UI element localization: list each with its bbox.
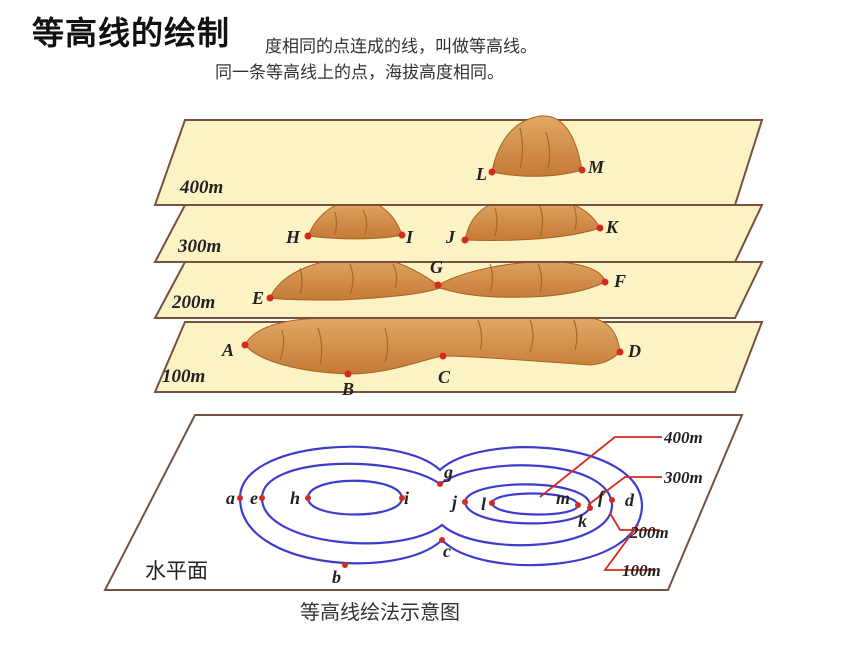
- plan-point-k: [587, 505, 593, 511]
- point-label: J: [445, 227, 456, 247]
- contour-100m: [238, 445, 644, 567]
- point-label: G: [430, 257, 443, 277]
- callout-300m: 300m: [663, 468, 703, 487]
- point-label: L: [475, 164, 487, 184]
- intro-text: 度相同的点连成的线，叫做等高线。 同一条等高线上的点，海拔高度相同。: [215, 34, 537, 86]
- callout-400m: 400m: [663, 428, 703, 447]
- point-F-marker: [601, 278, 609, 286]
- point-label: D: [627, 341, 641, 361]
- plan-point-e: [259, 495, 265, 501]
- point-label: h: [290, 488, 300, 508]
- point-label: F: [613, 271, 626, 291]
- terrain-layer-400m: [491, 115, 583, 177]
- terrain-layer-300m-left: [307, 199, 403, 240]
- point-label: H: [285, 227, 301, 247]
- point-L-marker: [488, 168, 496, 176]
- page-title: 等高线的绘制: [32, 14, 231, 52]
- leader-200m: [609, 512, 660, 531]
- altitude-leaders: [539, 436, 662, 571]
- point-label: b: [332, 567, 341, 587]
- point-D-marker: [616, 348, 624, 356]
- plane-400m: [153, 119, 764, 206]
- point-B-marker: [344, 370, 352, 378]
- point-label: k: [578, 511, 587, 531]
- altitude-callouts: 400m 300m 200m 100m: [622, 428, 703, 580]
- horizontal-plane-label: 水平面: [145, 559, 208, 583]
- point-label: m: [556, 488, 570, 508]
- point-I-marker: [398, 231, 406, 239]
- point-M-marker: [578, 166, 586, 174]
- point-H-marker: [304, 232, 312, 240]
- terrain-texture: [279, 127, 578, 365]
- point-A-marker: [241, 341, 249, 349]
- plan-point-c: [439, 537, 445, 543]
- plan-point-markers: [237, 481, 615, 568]
- point-K-marker: [596, 224, 604, 232]
- point-label: C: [438, 367, 451, 387]
- contour-200m: [260, 462, 614, 547]
- plan-point-m: [575, 502, 581, 508]
- point-label: d: [625, 490, 635, 510]
- point-label: A: [221, 340, 234, 360]
- point-label: c: [443, 541, 451, 561]
- point-label: j: [449, 492, 458, 512]
- plane-label-100m: 100m: [162, 366, 205, 387]
- point-label: M: [587, 157, 605, 177]
- point-label: f: [598, 487, 606, 507]
- figure-caption: 等高线绘法示意图: [300, 600, 460, 624]
- leader-400m: [539, 436, 662, 498]
- plan-point-j: [462, 499, 468, 505]
- horizontal-plane: [103, 414, 744, 591]
- plan-point-h: [305, 495, 311, 501]
- plane-label-300m: 300m: [177, 236, 221, 257]
- point-label: l: [481, 494, 486, 514]
- point-label: e: [250, 488, 258, 508]
- plan-point-l: [489, 500, 495, 506]
- point-C-marker: [439, 352, 447, 360]
- plan-point-labels: a b c d e f g h i j k l m: [226, 462, 635, 587]
- stack-point-labels: L M H I J K E G F A B C D: [221, 157, 641, 399]
- point-label: a: [226, 488, 235, 508]
- point-label: g: [443, 462, 453, 482]
- plane-label-200m: 200m: [171, 292, 215, 313]
- intro-line-2: 同一条等高线上的点，海拔高度相同。: [215, 63, 504, 83]
- callout-100m: 100m: [622, 561, 661, 580]
- point-label: I: [405, 227, 414, 247]
- leader-100m: [603, 524, 655, 571]
- stack-point-markers: [241, 166, 624, 378]
- plan-point-g: [437, 481, 443, 487]
- plane-300m: [153, 204, 764, 263]
- point-G-marker: [434, 281, 442, 289]
- plan-point-f: [609, 497, 615, 503]
- leader-300m: [587, 476, 662, 506]
- callout-200m: 200m: [629, 523, 669, 542]
- terrain-layer-300m-right: [464, 197, 601, 241]
- plane-label-400m: 400m: [179, 177, 223, 198]
- plan-point-a: [237, 495, 243, 501]
- point-label: E: [251, 288, 264, 308]
- point-J-marker: [461, 236, 469, 244]
- point-label: K: [605, 217, 620, 237]
- point-label: B: [341, 379, 354, 399]
- plan-point-b: [342, 562, 348, 568]
- plan-point-i: [399, 495, 405, 501]
- intro-line-1: 度相同的点连成的线，叫做等高线。: [265, 37, 537, 57]
- point-E-marker: [266, 294, 274, 302]
- point-label: i: [404, 488, 409, 508]
